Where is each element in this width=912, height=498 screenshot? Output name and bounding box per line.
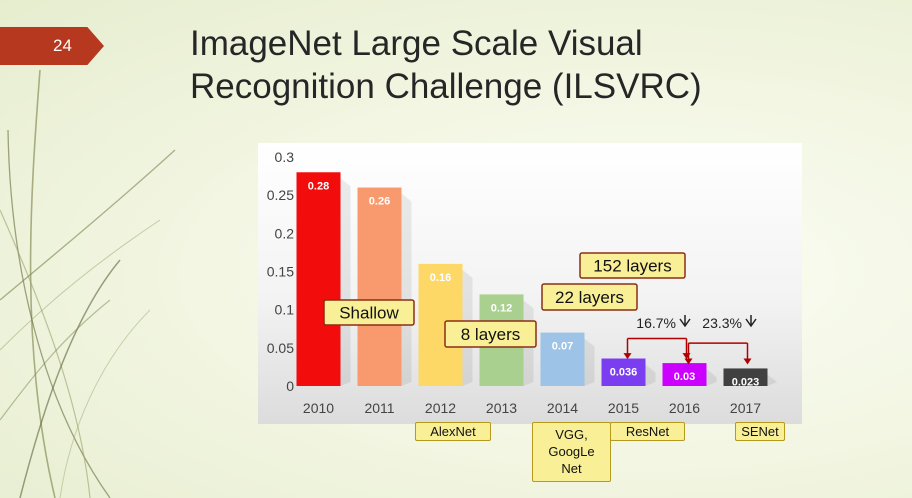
x-tick-label: 2013 xyxy=(486,400,517,416)
alexnet-tag: AlexNet xyxy=(415,422,491,441)
pct-2016-label: 16.7% xyxy=(636,315,676,331)
senet-label: SENet xyxy=(741,424,779,439)
slide-number-badge: 24 xyxy=(0,27,104,65)
x-tick-label: 2010 xyxy=(303,400,334,416)
bar-shadow xyxy=(767,374,778,386)
shallow-annotation-text: Shallow xyxy=(339,304,399,323)
8-layers-annotation-text: 8 layers xyxy=(461,325,521,344)
chart-panel xyxy=(258,143,802,424)
value-label: 0.07 xyxy=(552,341,573,353)
slide-title: ImageNet Large Scale Visual Recognition … xyxy=(190,22,890,108)
bar-2015 xyxy=(601,358,646,386)
value-label: 0.036 xyxy=(610,367,638,379)
arrow-head xyxy=(743,358,752,365)
value-label: 0.26 xyxy=(369,196,390,208)
y-tick-label: 0.25 xyxy=(267,187,294,203)
y-tick-label: 0 xyxy=(286,378,294,394)
value-label: 0.12 xyxy=(491,302,512,314)
pct-2017-label: 23.3% xyxy=(702,315,742,331)
x-tick-label: 2016 xyxy=(669,400,700,416)
value-label: 0.023 xyxy=(732,376,760,388)
down-arrow-icon xyxy=(745,315,757,328)
bar-shadow xyxy=(401,193,412,386)
y-tick-label: 0.05 xyxy=(267,340,294,356)
title-line-2: Recognition Challenge (ILSVRC) xyxy=(190,67,702,106)
resnet-label: ResNet xyxy=(625,424,670,439)
152-layers-annotation-box xyxy=(579,252,686,279)
bar-2011 xyxy=(357,187,402,386)
senet-tag: SENet xyxy=(735,422,785,441)
error-rate-bar-chart: 00.050.10.150.20.250.3 0.280.260.160.120… xyxy=(258,143,802,424)
shallow-annotation-box xyxy=(323,299,415,326)
bar-2016 xyxy=(662,363,707,386)
alexnet-label: AlexNet xyxy=(430,424,476,439)
annotations: Shallow 8 layers 22 layers 152 layers 16.7% 2… xyxy=(323,252,757,348)
bars: 0.28 0.26 0.16 0.12 0.07 0.036 0.03 0.023 xyxy=(296,172,778,388)
arrow-head xyxy=(684,358,693,365)
x-tick-label: 2015 xyxy=(608,400,639,416)
x-tick-label: 2014 xyxy=(547,400,578,416)
resnet-tag: ResNet xyxy=(610,422,685,441)
y-tick-label: 0.3 xyxy=(275,149,295,165)
value-label: 0.28 xyxy=(308,180,329,192)
22-layers-annotation-text: 22 layers xyxy=(555,288,624,307)
y-tick-label: 0.1 xyxy=(275,302,295,318)
reduction-arrows xyxy=(623,337,752,365)
y-tick-label: 0.2 xyxy=(275,225,295,241)
vgg-line-3: Net xyxy=(561,461,582,476)
bar-2010 xyxy=(296,172,341,386)
bar-2017 xyxy=(723,368,768,386)
bar-shadow xyxy=(584,338,595,386)
bar-shadow xyxy=(340,178,351,386)
22-layers-annotation-box xyxy=(541,283,638,311)
bar-2014 xyxy=(540,332,585,386)
x-axis: 2010 2011 2012 2013 2014 2015 2016 2017 xyxy=(303,400,761,416)
arrow-head xyxy=(623,353,632,360)
152-layers-annotation-text: 152 layers xyxy=(593,257,671,276)
8-layers-annotation-box xyxy=(444,320,537,348)
value-label: 0.16 xyxy=(430,272,451,284)
value-label: 0.03 xyxy=(674,371,695,383)
title-line-1: ImageNet Large Scale Visual xyxy=(190,24,643,63)
vgg-line-2: GoogLe xyxy=(548,444,595,459)
y-axis: 0 0.05 0.1 0.15 0.2 0.25 0.3 xyxy=(267,149,294,394)
down-arrow-icon xyxy=(679,315,691,328)
y-tick-label: 0.15 xyxy=(267,264,294,280)
x-tick-label: 2011 xyxy=(364,400,394,416)
slide-number: 24 xyxy=(53,36,72,55)
bar-shadow xyxy=(645,364,656,386)
bar-shadow xyxy=(706,369,717,386)
vgg-line-1: VGG, xyxy=(555,427,588,442)
x-tick-label: 2012 xyxy=(425,400,456,416)
vgg-googlenet-tag: VGG, GoogLe Net xyxy=(532,422,611,482)
x-tick-label: 2017 xyxy=(730,400,761,416)
